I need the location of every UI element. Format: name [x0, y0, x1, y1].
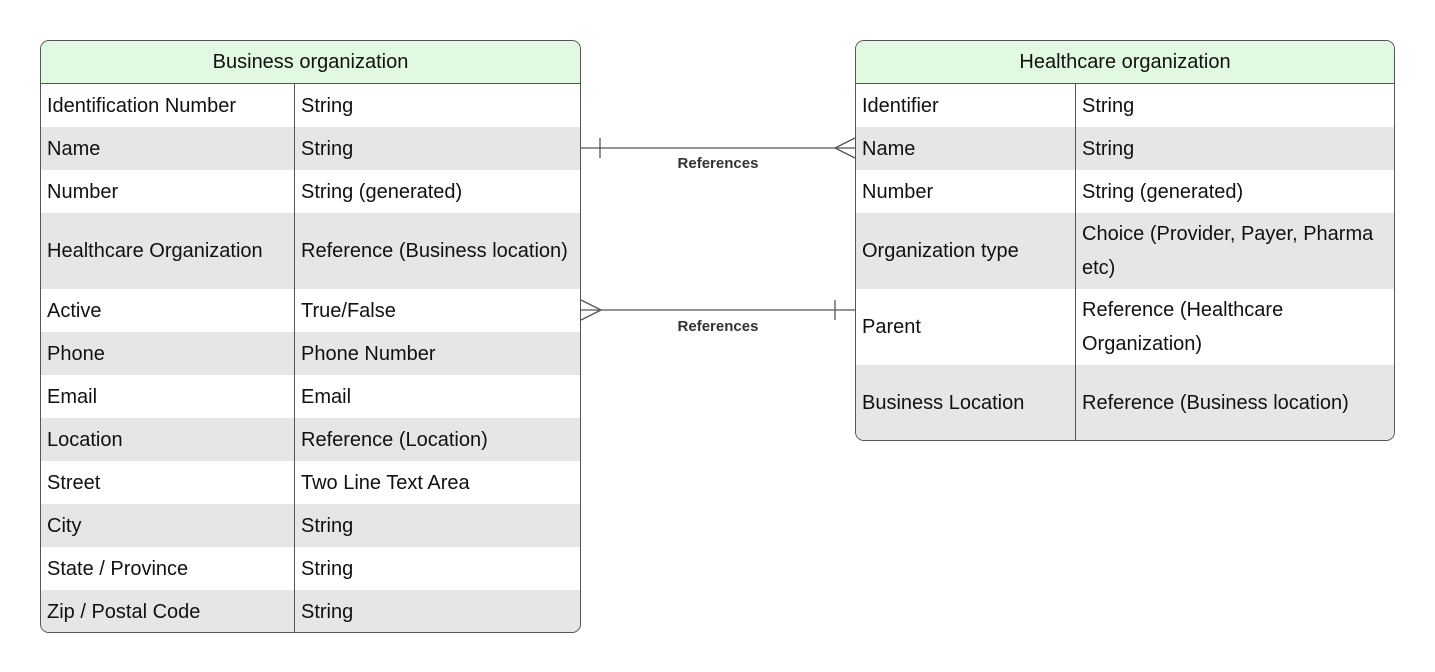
business-organization-rows: Identification Number String Name String…: [41, 84, 580, 632]
field-name: Phone: [41, 332, 295, 375]
relationship-label: References: [678, 155, 759, 172]
field-name: Number: [41, 170, 295, 213]
table-row: Organization type Choice (Provider, Paye…: [856, 213, 1394, 289]
field-type: String: [1082, 137, 1135, 160]
table-row: Active True/False: [41, 289, 580, 332]
table-row: Name String: [856, 127, 1394, 170]
field-name: Location: [41, 418, 295, 461]
field-type: Phone Number: [301, 342, 436, 365]
healthcare-organization-table: Healthcare organization Identifier Strin…: [855, 40, 1395, 441]
field-name: Healthcare Organization: [41, 213, 295, 289]
table-row: Number String (generated): [41, 170, 580, 213]
crow-foot-marker-upper: [834, 137, 856, 149]
field-name: Organization type: [856, 213, 1076, 289]
relationship-label: References: [678, 318, 759, 335]
table-row: Phone Phone Number: [41, 332, 580, 375]
table-row: Number String (generated): [856, 170, 1394, 213]
field-name: State / Province: [41, 547, 295, 590]
field-type: String: [301, 557, 354, 580]
table-row: Identification Number String: [41, 84, 580, 127]
healthcare-organization-rows: Identifier String Name String Number Str…: [856, 84, 1394, 440]
field-name: Street: [41, 461, 295, 504]
field-type: String: [301, 514, 354, 537]
table-row: Healthcare Organization Reference (Busin…: [41, 213, 580, 289]
field-type: Reference (Location): [301, 428, 488, 451]
crow-foot-marker-lower: [580, 309, 602, 321]
field-name: Zip / Postal Code: [41, 590, 295, 632]
field-name: Email: [41, 375, 295, 418]
table-row: State / Province String: [41, 547, 580, 590]
table-row: City String: [41, 504, 580, 547]
field-type: String (generated): [301, 180, 463, 203]
field-type: True/False: [301, 299, 396, 322]
field-name: Active: [41, 289, 295, 332]
field-name: Number: [856, 170, 1076, 213]
field-type: Reference (Business location): [301, 240, 568, 262]
field-type: Email: [301, 385, 352, 408]
field-type: String: [1082, 94, 1135, 117]
field-name: Name: [41, 127, 295, 170]
relationship-name-to-name: References: [581, 137, 856, 172]
field-type: String: [301, 137, 354, 160]
table-row: Email Email: [41, 375, 580, 418]
field-name: Parent: [856, 289, 1076, 365]
business-organization-table: Business organization Identification Num…: [40, 40, 581, 633]
field-name: Identifier: [856, 84, 1076, 127]
field-type: String: [301, 94, 354, 117]
table-row: Business Location Reference (Business lo…: [856, 365, 1394, 440]
field-type: String (generated): [1082, 180, 1244, 203]
table-row: Location Reference (Location): [41, 418, 580, 461]
relationship-active-to-parent: References: [580, 299, 855, 335]
table-row: Zip / Postal Code String: [41, 590, 580, 632]
field-type: Reference (Business location): [1082, 392, 1349, 414]
field-name: City: [41, 504, 295, 547]
healthcare-organization-title: Healthcare organization: [856, 41, 1394, 84]
field-name: Business Location: [856, 365, 1076, 440]
table-row: Identifier String: [856, 84, 1394, 127]
business-organization-title: Business organization: [41, 41, 580, 84]
table-row: Name String: [41, 127, 580, 170]
field-name: Identification Number: [41, 84, 295, 127]
table-row: Parent Reference (Healthcare Organizatio…: [856, 289, 1394, 365]
field-name: Name: [856, 127, 1076, 170]
crow-foot-marker-upper: [580, 299, 602, 311]
table-row: Street Two Line Text Area: [41, 461, 580, 504]
field-type: String: [301, 600, 354, 623]
field-type: Choice (Provider, Payer, Pharma etc): [1082, 223, 1374, 279]
field-type: Reference (Healthcare Organization): [1082, 299, 1284, 355]
field-type: Two Line Text Area: [301, 471, 470, 494]
crow-foot-marker-lower: [834, 147, 856, 159]
